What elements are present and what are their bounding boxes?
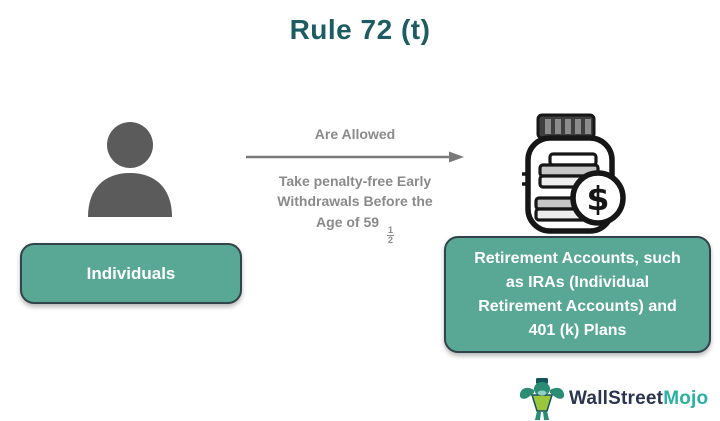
arrow-top-label: Are Allowed (314, 126, 396, 142)
wallstreetmojo-bull-icon (519, 378, 565, 420)
individuals-box: Individuals (20, 243, 242, 304)
person-icon (86, 118, 174, 218)
person-icon-svg (88, 122, 172, 217)
age-prefix: Age of 59 (316, 214, 380, 230)
fraction-denominator: 2 (387, 235, 393, 245)
individuals-label: Individuals (86, 263, 176, 283)
wallstreetmojo-logo: WallStreetMojo (518, 377, 708, 421)
logo-wordmark: WallStreetMojo (569, 388, 708, 410)
page-title: Rule 72 (t) (289, 14, 431, 45)
flow-annotation: Are Allowed Take penalty-free Early With… (243, 126, 467, 245)
retirement-label-line-1: Retirement Accounts, such (474, 249, 681, 267)
logo-text-wallstreet: WallStreet (569, 388, 664, 409)
arrow-caption-line-2: Withdrawals Before the (277, 193, 433, 209)
retirement-label-line-3: Retirement Accounts) and (478, 297, 677, 315)
coin-jar-svg: $ (522, 113, 626, 234)
arrow-caption: Take penalty-free Early Withdrawals Befo… (243, 171, 467, 245)
retirement-label-line-2: as IRAs (Individual (505, 273, 650, 291)
coin-jar-dollar-icon: $ (520, 112, 630, 234)
fraction-numerator: 1 (386, 225, 394, 236)
dollar-sign-glyph: $ (587, 179, 610, 218)
retirement-label-line-4: 401 (k) Plans (528, 321, 627, 339)
arrow-caption-line-1: Take penalty-free Early (278, 173, 432, 189)
logo-text-mojo: Mojo (663, 388, 709, 409)
retirement-accounts-box: Retirement Accounts, such as IRAs (Indiv… (444, 236, 711, 353)
arrow-right-icon (246, 151, 464, 163)
